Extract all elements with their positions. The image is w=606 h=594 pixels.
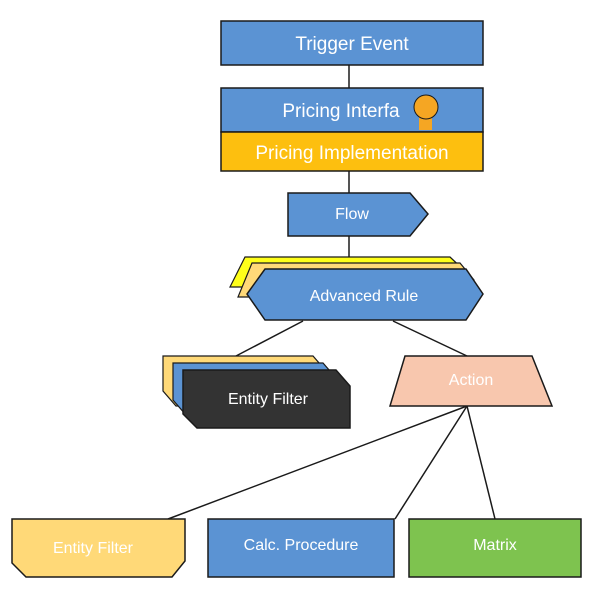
advanced-rule-shape [246, 268, 484, 321]
trigger-event-label: Trigger Event [295, 34, 409, 55]
connectors [167, 65, 496, 520]
calc-procedure-box [207, 518, 395, 578]
advanced-rule-node: Advanced Rule [229, 256, 484, 321]
entity-filter-stack-label: Entity Filter [228, 391, 309, 408]
trigger-event-node: Trigger Event [220, 20, 484, 66]
pricing-node: Pricing Interfa Pricing Implementation [220, 87, 484, 172]
matrix-label: Matrix [473, 537, 517, 554]
flow-node: Flow [287, 192, 429, 237]
entity-filter-stack-shape [182, 369, 351, 429]
edge-action-to-calc-procedure [394, 405, 468, 520]
pricing-implementation-box [220, 131, 484, 172]
pricing-interface-label: Pricing Interfa [282, 101, 400, 122]
action-node: Action [388, 355, 554, 407]
matrix-node: Matrix [408, 518, 582, 578]
entity-filter-shape [11, 518, 186, 578]
lock-icon [413, 94, 439, 130]
flow-shape [287, 192, 429, 237]
action-label: Action [449, 372, 493, 389]
entity-filter-node: Entity Filter [11, 518, 186, 578]
pricing-implementation-label: Pricing Implementation [255, 143, 448, 164]
trigger-event-box [220, 20, 484, 66]
advanced-rule-label: Advanced Rule [310, 288, 419, 305]
calc-procedure-node: Calc. Procedure [207, 518, 395, 578]
edge-advanced-rule-to-entity-filter [235, 320, 304, 357]
calc-procedure-label: Calc. Procedure [244, 537, 359, 554]
flow-label: Flow [335, 206, 369, 223]
edge-action-to-matrix [466, 405, 496, 520]
entity-filter-label: Entity Filter [53, 540, 134, 557]
edge-advanced-rule-to-action [392, 320, 468, 357]
entity-filter-stack-node: Entity Filter [162, 355, 351, 429]
matrix-box [408, 518, 582, 578]
edge-action-to-entity-filter [167, 405, 468, 520]
action-shape [388, 355, 554, 407]
